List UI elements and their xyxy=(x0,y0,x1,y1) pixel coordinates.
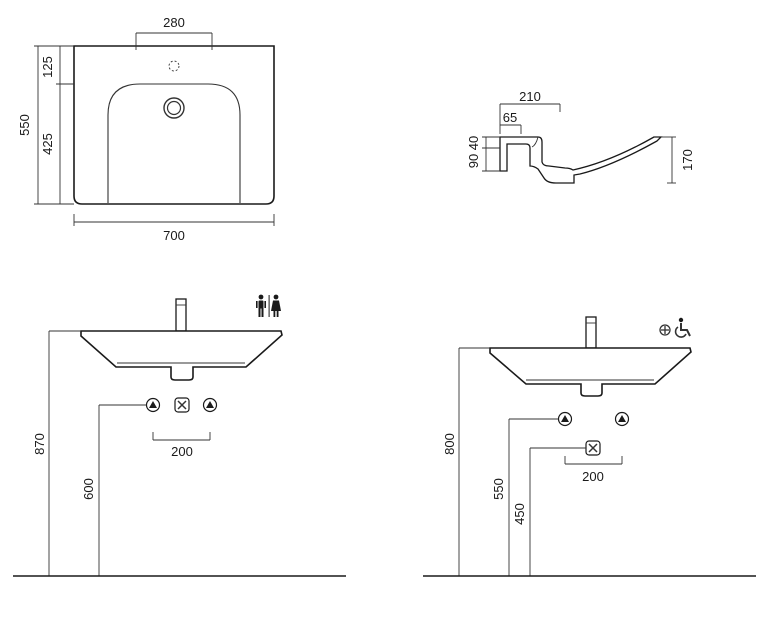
drain-circle xyxy=(163,97,185,119)
standard-basin-elevation xyxy=(80,330,283,381)
depth-label: 550 xyxy=(17,114,32,136)
accessible-drain-height-label: 450 xyxy=(512,503,527,525)
upper-height-label: 40 xyxy=(466,136,481,150)
accessible-rim-height-label: 800 xyxy=(442,433,457,455)
basin-section-profile xyxy=(499,136,663,184)
rear-depth-label: 125 xyxy=(40,56,55,78)
standard-fixing-spacing-label: 200 xyxy=(171,444,193,459)
basin-section-inner xyxy=(531,136,539,148)
width-label: 700 xyxy=(163,228,185,243)
elderly-accessibility-icon xyxy=(659,324,671,336)
accessible-basin-elevation xyxy=(489,347,692,397)
standard-rim-height-label: 870 xyxy=(32,433,47,455)
standard-installation: 200 870 600 xyxy=(13,294,346,577)
standard-drain-height-label: 600 xyxy=(81,478,96,500)
standard-drain-cross xyxy=(177,400,187,410)
lower-height-label: 90 xyxy=(466,154,481,168)
standard-fixing-left-mark xyxy=(149,401,157,408)
top-view: 280 700 550 125 425 xyxy=(17,15,275,243)
accessible-fixing-spacing-label: 200 xyxy=(582,469,604,484)
accessible-fixing-right-mark xyxy=(618,415,626,422)
section-height-label: 170 xyxy=(680,149,695,171)
tap-spacing-label: 280 xyxy=(163,15,185,30)
accessible-tap xyxy=(585,316,597,349)
side-section: 210 65 40 90 170 xyxy=(466,89,695,184)
projection-label: 210 xyxy=(519,89,541,104)
front-depth-label: 425 xyxy=(40,133,55,155)
standard-tap xyxy=(175,298,187,332)
rim-label: 65 xyxy=(503,110,517,125)
accessible-fixing-height-label: 550 xyxy=(491,478,506,500)
basin-bowl-outline xyxy=(107,83,241,203)
tap-hole-dashed xyxy=(168,60,180,72)
accessible-fixing-left-mark xyxy=(561,415,569,422)
accessible-drain-cross xyxy=(588,443,598,453)
male-female-toilet-icon xyxy=(256,294,281,317)
wheelchair-icon xyxy=(674,317,691,338)
accessible-installation: 200 800 550 450 xyxy=(423,316,756,577)
basin-plan-outline xyxy=(73,45,275,205)
drain-inner-circle xyxy=(166,100,182,116)
standard-fixing-right-mark xyxy=(206,401,214,408)
